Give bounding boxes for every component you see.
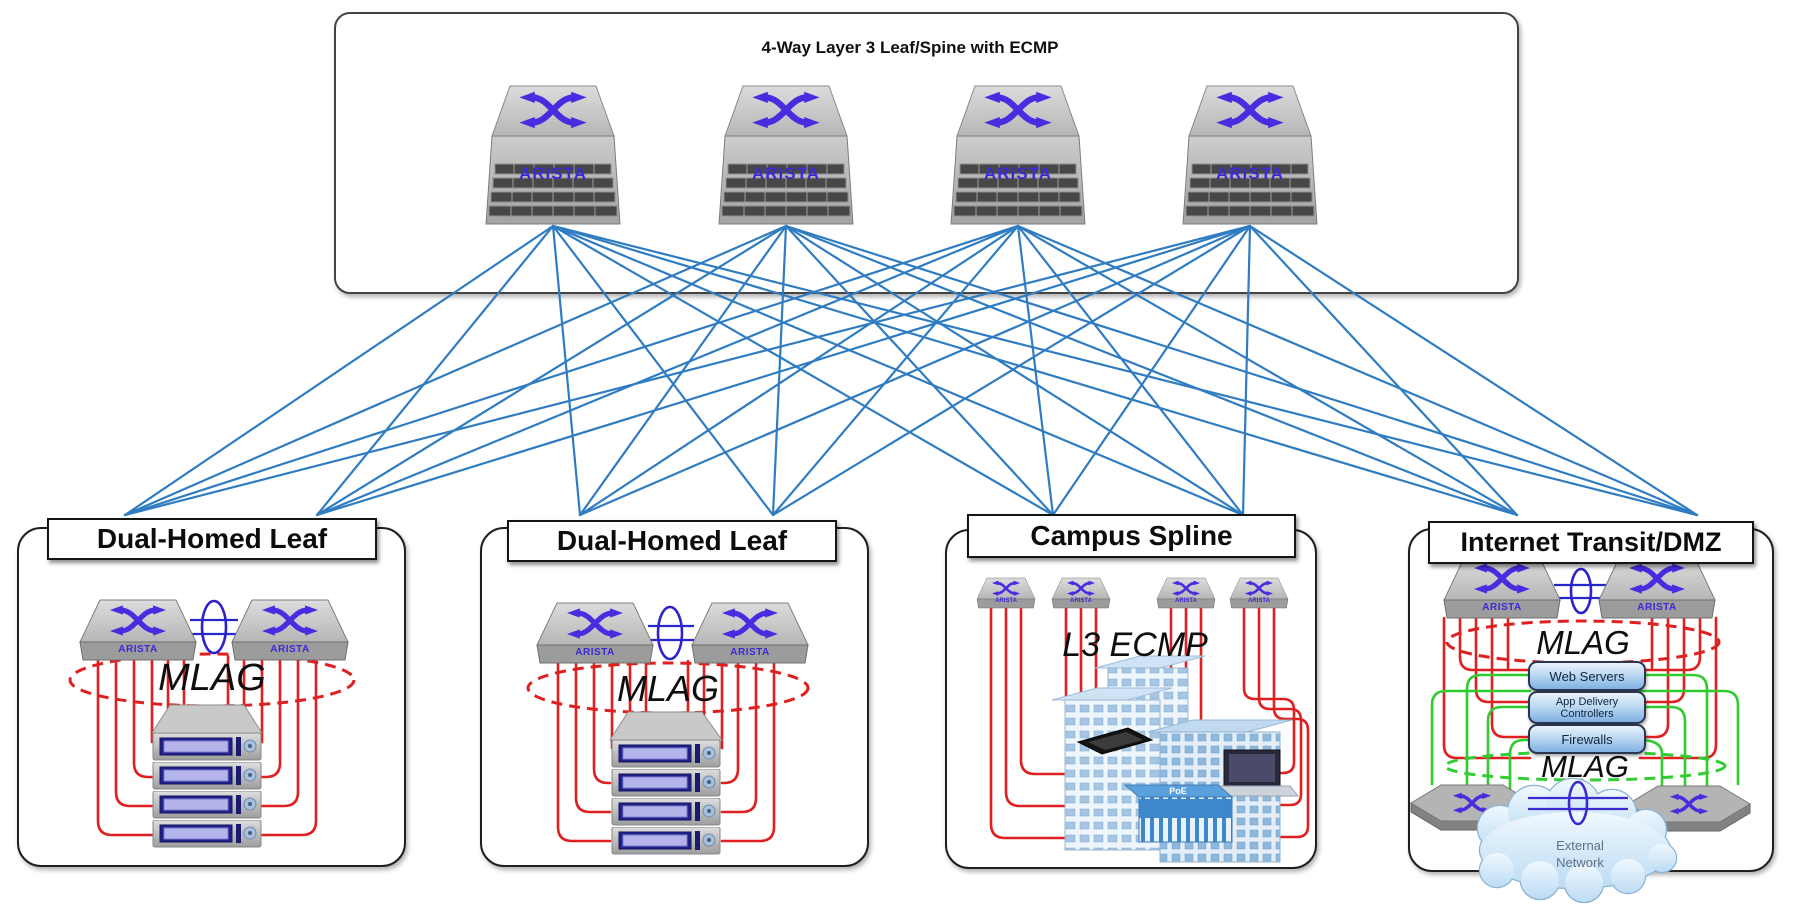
external-network-label-line2: Network: [1556, 855, 1604, 870]
brand-label-leaf1-a: ARISTA: [118, 644, 158, 655]
brand-label-leaf1-b: ARISTA: [270, 644, 310, 655]
external-network-label-line1: External: [1556, 838, 1604, 853]
group-title-dual-homed-leaf-1: Dual-Homed Leaf: [47, 518, 377, 560]
l3-ecmp-label: L3 ECMP: [1062, 626, 1208, 664]
group-title-internet-transit-dmz: Internet Transit/DMZ: [1428, 521, 1754, 564]
brand-label-campus-2: ARISTA: [1070, 598, 1092, 604]
group-box-campus-spline: [945, 529, 1317, 869]
firewalls-label: Firewalls: [1561, 731, 1613, 747]
brand-label-spine-1: ARISTA: [518, 164, 587, 183]
mlag-label-dmz-top: MLAG: [1536, 624, 1630, 661]
brand-label-campus-3: ARISTA: [1175, 598, 1197, 604]
brand-label-spine-2: ARISTA: [751, 164, 820, 183]
brand-label-dmz-b: ARISTA: [1637, 602, 1677, 613]
brand-label-campus-4: ARISTA: [1248, 598, 1270, 604]
mlag-label-leaf2: MLAG: [616, 668, 720, 709]
brand-label-leaf2-b: ARISTA: [730, 647, 770, 658]
brand-label-leaf2-a: ARISTA: [575, 647, 615, 658]
brand-label-spine-3: ARISTA: [983, 164, 1052, 183]
poe-label: PoE: [1169, 786, 1187, 796]
group-title-dual-homed-leaf-2: Dual-Homed Leaf: [507, 520, 837, 562]
app-delivery-controllers-pill: App Delivery Controllers: [1528, 691, 1646, 724]
mlag-label-leaf1: MLAG: [158, 657, 266, 699]
brand-label-spine-4: ARISTA: [1215, 164, 1284, 183]
brand-label-campus-1: ARISTA: [995, 598, 1017, 604]
web-servers-label: Web Servers: [1549, 668, 1625, 684]
brand-label-dmz-a: ARISTA: [1482, 602, 1522, 613]
adc-label-line2: Controllers: [1560, 707, 1614, 720]
spine-panel-title: 4-Way Layer 3 Leaf/Spine with ECMP: [761, 38, 1059, 57]
mlag-label-dmz-bottom: MLAG: [1541, 749, 1629, 784]
group-title-campus-spline: Campus Spline: [967, 514, 1296, 558]
web-servers-pill: Web Servers: [1528, 661, 1646, 691]
adc-label-line1: App Delivery: [1555, 695, 1619, 708]
firewalls-pill: Firewalls: [1528, 724, 1646, 754]
